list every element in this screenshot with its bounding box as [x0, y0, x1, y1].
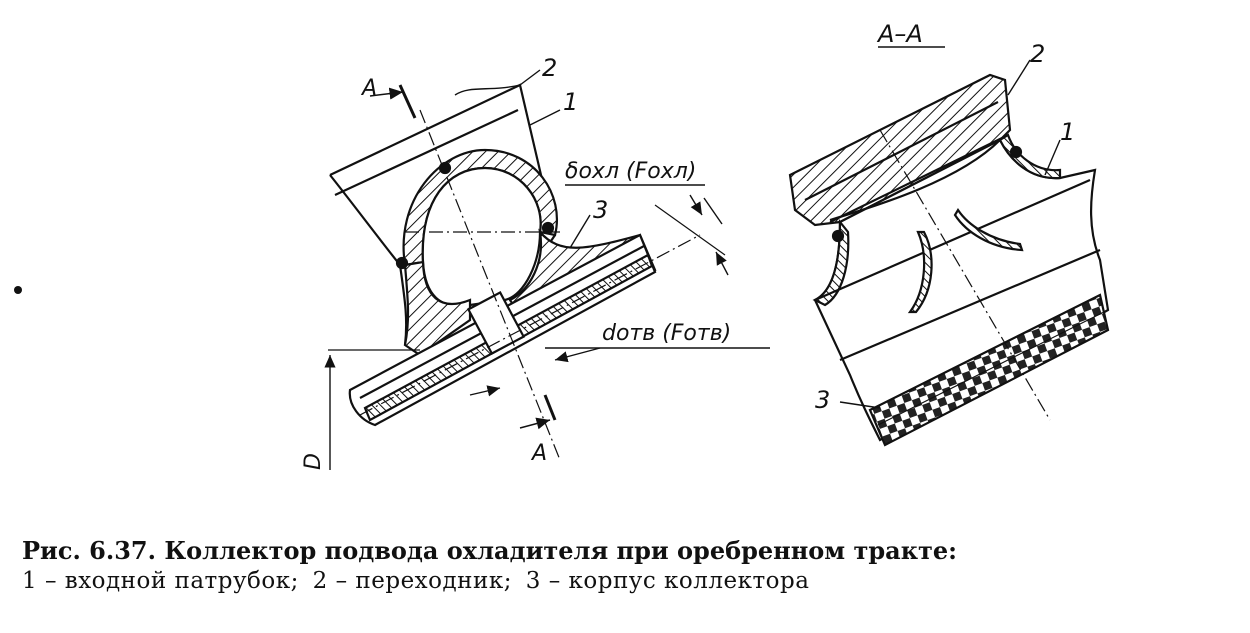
right-view	[788, 46, 1110, 447]
figure-caption: Рис. 6.37. Коллектор подвода охладителя …	[22, 536, 1232, 596]
callout-1-left: 1	[563, 88, 578, 116]
cooling-hole	[466, 290, 526, 356]
legend-item-2: 2 – переходник;	[312, 567, 512, 594]
section-mark-bottom: A	[530, 441, 547, 466]
scan-speck	[14, 286, 22, 294]
callout-1-right: 1	[1060, 118, 1075, 146]
slot-left	[907, 230, 933, 314]
callout-3-left: 3	[593, 196, 608, 224]
legend-item-1: 1 – входной патрубок;	[22, 567, 299, 594]
legend-item-3: 3 – корпус коллектора	[525, 567, 810, 594]
section-mark-top: A	[360, 76, 377, 101]
collector-drawing: A A 2 1 3 δохл (Fохл) dотв (Fотв) D	[14, 20, 1110, 470]
left-view	[324, 69, 770, 470]
section-title: А–А	[876, 20, 923, 48]
pipe-body-left	[329, 174, 408, 346]
dome-cavity	[421, 166, 542, 308]
callout-2-left: 2	[542, 54, 557, 82]
D-dimension-label: D	[301, 453, 326, 470]
caption-legend: 1 – входной патрубок; 2 – переходник; 3 …	[22, 567, 1232, 596]
d-dimension-label: dотв (Fотв)	[602, 321, 731, 346]
callout-3-right: 3	[815, 386, 830, 414]
slot-right	[953, 207, 1024, 252]
callout-2-right: 2	[1030, 40, 1045, 68]
caption-title: Рис. 6.37. Коллектор подвода охладителя …	[22, 536, 958, 565]
delta-dimension-label: δохл (Fохл)	[565, 159, 696, 184]
